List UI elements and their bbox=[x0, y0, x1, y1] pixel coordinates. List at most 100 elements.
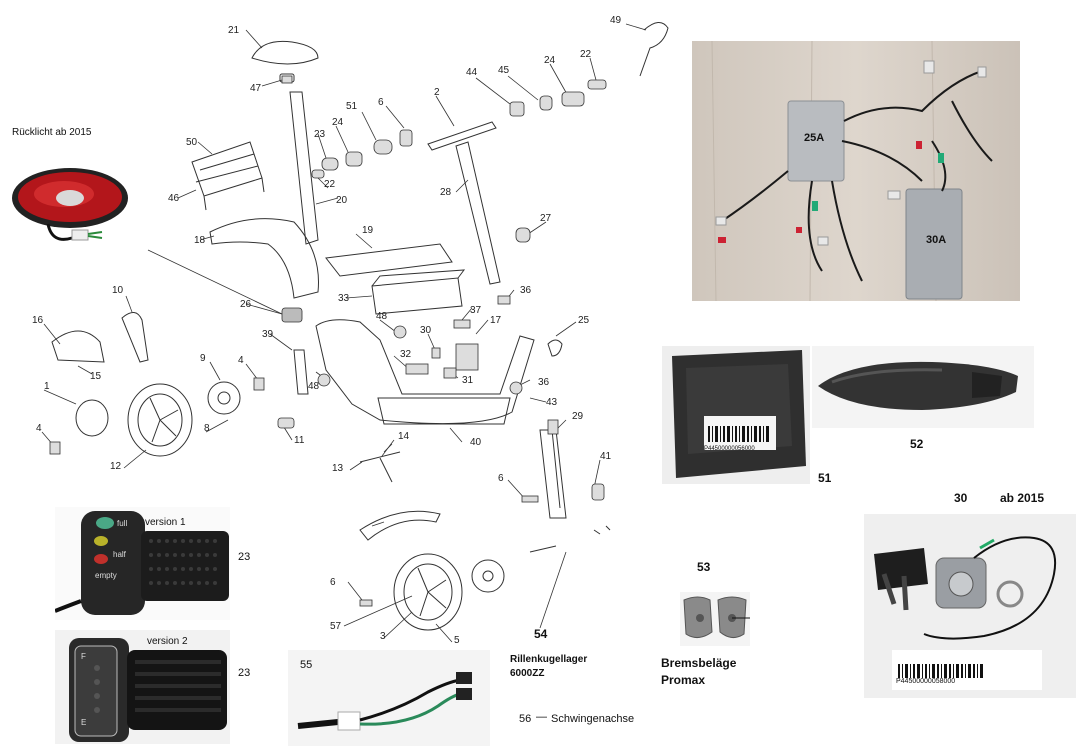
part-number-label: 25 bbox=[578, 315, 590, 326]
part-number-label: 48 bbox=[308, 381, 320, 392]
bearing-part-number: 54 bbox=[534, 627, 548, 641]
small-part-4 bbox=[253, 377, 265, 391]
small-part-30 bbox=[431, 347, 441, 359]
part-number-label: 40 bbox=[470, 437, 482, 448]
part-number-label: 23 bbox=[314, 129, 326, 140]
mat-barcode-text: P44500000056000 bbox=[704, 446, 755, 452]
taillight-caption: Rücklicht ab 2015 bbox=[12, 127, 92, 138]
controller-25a-label: 25A bbox=[804, 132, 825, 144]
part-number-label: 48 bbox=[376, 311, 388, 322]
part-number-label: 49 bbox=[610, 15, 622, 26]
rear-fender-shape bbox=[209, 218, 319, 299]
part-number-label: 29 bbox=[572, 411, 584, 422]
part-number-label: 24 bbox=[332, 117, 344, 128]
throttle-v2-version: version 2 bbox=[147, 636, 188, 647]
small-part-24b bbox=[561, 91, 585, 107]
seat-post-shape bbox=[289, 91, 319, 245]
throttle-v2-letter-e: E bbox=[81, 718, 87, 727]
battery-shape bbox=[371, 269, 466, 315]
part-number-label: 30 bbox=[420, 325, 432, 336]
footboard-cover-shape bbox=[325, 243, 453, 277]
throttle-v2-letter-f: F bbox=[81, 652, 86, 661]
controllers-photo: 25A 30A bbox=[692, 41, 1020, 301]
part-number-label: 14 bbox=[398, 431, 410, 442]
bearing-caption-1: Rillenkugellager bbox=[510, 654, 588, 665]
small-part-32 bbox=[405, 363, 429, 375]
small-part-43 bbox=[547, 419, 559, 435]
small-part-36 bbox=[497, 295, 511, 305]
part-number-label: 50 bbox=[186, 137, 198, 148]
lock-part-number: 30 bbox=[954, 491, 968, 505]
throttle-v2-part-number: 23 bbox=[238, 667, 251, 679]
part-number-label: 18 bbox=[194, 235, 206, 246]
part-number-label: 1 bbox=[44, 381, 50, 392]
small-part-26 bbox=[281, 307, 303, 323]
axle-part-number: 56 bbox=[519, 713, 532, 725]
part-number-label: 5 bbox=[454, 635, 460, 646]
part-number-label: 24 bbox=[544, 55, 556, 66]
throttle-v1-label-half: half bbox=[113, 550, 126, 559]
part-number-label: 16 bbox=[32, 315, 44, 326]
small-part-6c bbox=[359, 599, 373, 607]
part-number-label: 20 bbox=[336, 195, 348, 206]
small-part-47 bbox=[281, 75, 293, 84]
brake-pads-caption-1: Bremsbeläge bbox=[661, 656, 737, 670]
part-number-label: 27 bbox=[540, 213, 552, 224]
cable-photo bbox=[288, 650, 490, 746]
brake-pads-photo bbox=[680, 592, 750, 646]
part-number-label: 13 bbox=[332, 463, 344, 474]
part-number-label: 51 bbox=[346, 101, 358, 112]
part-number-label: 4 bbox=[238, 355, 244, 366]
small-part-11 bbox=[277, 417, 295, 429]
small-part-48 bbox=[393, 325, 407, 339]
taillight-photo bbox=[8, 158, 140, 254]
small-part-45 bbox=[539, 95, 553, 111]
rack-shape bbox=[191, 141, 265, 211]
small-part-24 bbox=[345, 151, 363, 167]
small-part-44 bbox=[509, 101, 525, 117]
part-number-label: 6 bbox=[378, 97, 384, 108]
part-number-label: 22 bbox=[580, 49, 592, 60]
throttle-v1-label-full: full bbox=[117, 519, 128, 528]
lock-note: ab 2015 bbox=[1000, 491, 1045, 505]
throttle-v1-photo: full half empty version 1 bbox=[55, 507, 230, 620]
part-number-label: 46 bbox=[168, 193, 180, 204]
part-number-label: 11 bbox=[294, 435, 305, 446]
brake-disc-front-shape bbox=[471, 559, 505, 593]
lock-photo: P44500000058000 bbox=[864, 514, 1076, 698]
part-number-label: 4 bbox=[36, 423, 42, 434]
small-part-48b bbox=[317, 373, 331, 387]
small-part-4b bbox=[49, 441, 61, 455]
hub-motor-shape bbox=[75, 399, 109, 437]
small-part-17 bbox=[455, 343, 479, 371]
handlebar-shape bbox=[427, 121, 497, 151]
brake-pads-caption-2: Promax bbox=[661, 673, 706, 687]
part-number-label: 21 bbox=[228, 25, 240, 36]
part-number-label: 8 bbox=[204, 423, 210, 434]
shock-absorber-shape bbox=[293, 349, 309, 395]
small-part-36b bbox=[509, 381, 523, 395]
fender-part-number: 52 bbox=[910, 437, 924, 451]
rear-wheel-shape bbox=[127, 383, 193, 457]
part-number-label: 10 bbox=[112, 285, 124, 296]
small-part-23 bbox=[321, 157, 339, 171]
part-number-label: 9 bbox=[200, 353, 206, 364]
fender-photo bbox=[812, 346, 1034, 428]
part-number-label: 6 bbox=[330, 577, 336, 588]
axle-caption: Schwingenachse bbox=[551, 713, 635, 725]
throttle-v1-version: version 1 bbox=[145, 517, 186, 528]
part-number-label: 41 bbox=[600, 451, 612, 462]
part-number-label: 33 bbox=[338, 293, 350, 304]
part-number-label: 26 bbox=[240, 299, 252, 310]
part-number-label: 19 bbox=[362, 225, 374, 236]
axle-dash: — bbox=[536, 711, 547, 723]
mat-photo: P44500000056000 bbox=[662, 346, 810, 484]
front-fork-shape bbox=[539, 429, 567, 519]
axle-parts-shape bbox=[529, 525, 611, 553]
frame-tray-shape bbox=[377, 397, 511, 425]
part-number-label: 43 bbox=[546, 397, 558, 408]
small-part-6 bbox=[399, 129, 413, 147]
part-number-label: 28 bbox=[440, 187, 452, 198]
